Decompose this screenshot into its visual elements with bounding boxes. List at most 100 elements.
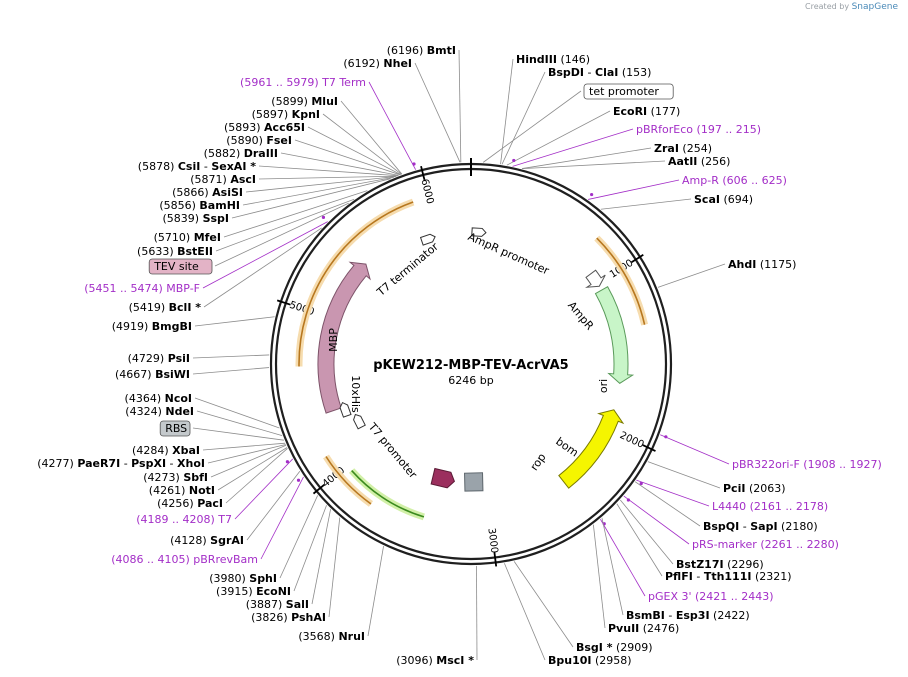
site-position: (2476) <box>643 622 680 635</box>
enzyme-name: HindIII <box>516 53 557 66</box>
site-leader-line <box>660 434 730 465</box>
site-position: (3096) <box>396 654 433 667</box>
site-position: (6192) <box>343 57 380 70</box>
site-leader-line <box>202 442 286 451</box>
feature-label: rop <box>528 451 549 473</box>
ampr-direction-arc <box>596 237 646 325</box>
site-leader-line <box>522 160 666 170</box>
feature-label: AmpR <box>565 299 596 333</box>
enzyme-name: SphI <box>249 572 277 585</box>
feature-label: bom <box>553 435 580 460</box>
site-label: (4667) BsiWI <box>115 368 190 381</box>
site-position: (694) <box>723 193 753 206</box>
site-label: L4440 (2161 .. 2178) <box>712 500 828 513</box>
enzyme-name: KpnI <box>292 108 320 121</box>
site-label: PvuII (2476) <box>608 622 679 635</box>
site-leader-line <box>500 58 514 165</box>
site-label: (4364) NcoI <box>125 392 192 405</box>
site-leader-line <box>207 444 286 464</box>
site-label: (4273) SbfI <box>143 471 208 484</box>
enzyme-name: MfeI <box>194 231 221 244</box>
site-leader-line <box>311 509 331 605</box>
primer-range: (197 .. 215) <box>697 123 762 136</box>
primer-name: pBR322ori-F <box>732 458 800 471</box>
site-label: BsgI * (2909) <box>576 641 653 654</box>
primer-range: (4189 .. 4208) <box>136 513 215 526</box>
site-position: (5871) <box>190 173 227 186</box>
site-position: (3826) <box>251 611 288 624</box>
enzyme-name: PsiI <box>168 352 190 365</box>
site-label: (4919) BmgBI <box>112 320 192 333</box>
site-leader-line <box>210 444 287 478</box>
site-label: (5419) BclI * <box>129 301 202 314</box>
snapgene-logo-text: SnapGene <box>851 2 898 12</box>
primer-range: (606 .. 625) <box>722 174 787 187</box>
scale-tick <box>631 254 644 264</box>
scale-tick <box>420 165 426 181</box>
site-label: (4284) XbaI <box>132 444 200 457</box>
enzyme-name: BspDI <box>548 66 584 79</box>
site-leader-line <box>192 354 270 359</box>
enzyme-name: AscI <box>230 173 256 186</box>
site-leader-line <box>340 100 403 175</box>
site-position: (2909) <box>616 641 653 654</box>
site-label: (4324) NdeI <box>125 405 194 418</box>
enzyme-name: NotI <box>189 484 215 497</box>
site-position: (5856) <box>159 199 196 212</box>
enzyme-name: PacI <box>197 497 223 510</box>
primer-range: (2421 .. 2443) <box>695 590 774 603</box>
feature-arrow <box>464 472 484 492</box>
primer-marker <box>412 162 416 166</box>
enzyme-separator: - <box>204 160 208 173</box>
orf-arc <box>351 470 425 518</box>
primer-range: (2161 .. 2178) <box>750 500 829 513</box>
site-label: ScaI (694) <box>694 193 753 206</box>
site-label: (5710) MfeI <box>154 231 221 244</box>
primer-range: (5451 .. 5474) <box>84 282 163 295</box>
site-leader-line <box>194 316 275 327</box>
site-position: (4919) <box>112 320 149 333</box>
feature-arrow <box>430 467 456 489</box>
primer-name: Amp-R <box>682 174 719 187</box>
site-leader-line <box>234 458 293 520</box>
site-position: (5890) <box>226 134 263 147</box>
enzyme-name: SalI <box>286 598 309 611</box>
site-label: (4256) PacI <box>157 497 223 510</box>
site-leader-line <box>223 190 368 238</box>
site-leader-line <box>196 410 283 437</box>
enzyme-name: PshAI <box>291 611 326 624</box>
site-leader-line <box>600 198 692 210</box>
site-label: (4277) PaeR7I - PspXI - XhoI <box>37 457 205 470</box>
site-leader-line <box>279 495 319 579</box>
site-leader-line <box>458 49 462 163</box>
site-position: (2422) <box>713 609 750 622</box>
feature-tet-promoter-arrow <box>471 227 487 237</box>
site-position: (4277) <box>37 457 74 470</box>
enzyme-name: NheI <box>383 57 412 70</box>
site-position: (4261) <box>149 484 186 497</box>
feature-box-label <box>148 258 213 275</box>
site-labels: HindIII (146)BspDI - ClaI (153)tet promo… <box>37 44 882 667</box>
site-leader-line <box>636 479 710 507</box>
site-label: (5839) SspI <box>162 212 229 225</box>
site-leader-line <box>623 495 690 545</box>
site-label: (3915) EcoNI <box>216 585 291 598</box>
site-leader-line <box>588 179 680 200</box>
feature-box-text: TEV site <box>153 260 199 273</box>
site-leader-line <box>476 565 478 661</box>
site-label: (6196) BmtI <box>387 44 456 57</box>
site-leader-line <box>215 198 355 252</box>
site-position: (3887) <box>246 598 283 611</box>
site-leader-line <box>260 476 304 560</box>
feature-mbp <box>317 261 371 414</box>
site-position: (5633) <box>137 245 174 258</box>
site-leader-line <box>258 165 398 177</box>
plasmid-length: 6246 bp <box>448 374 493 387</box>
site-position: (5897) <box>252 108 289 121</box>
site-label: (3887) SalI <box>246 598 309 611</box>
site-leader-line <box>280 152 399 176</box>
site-label: (5866) AsiSI <box>172 186 243 199</box>
enzyme-name: Acc65I <box>264 121 305 134</box>
enzyme-name: BspQI <box>703 520 739 533</box>
enzyme-name: SgrAI <box>210 534 244 547</box>
